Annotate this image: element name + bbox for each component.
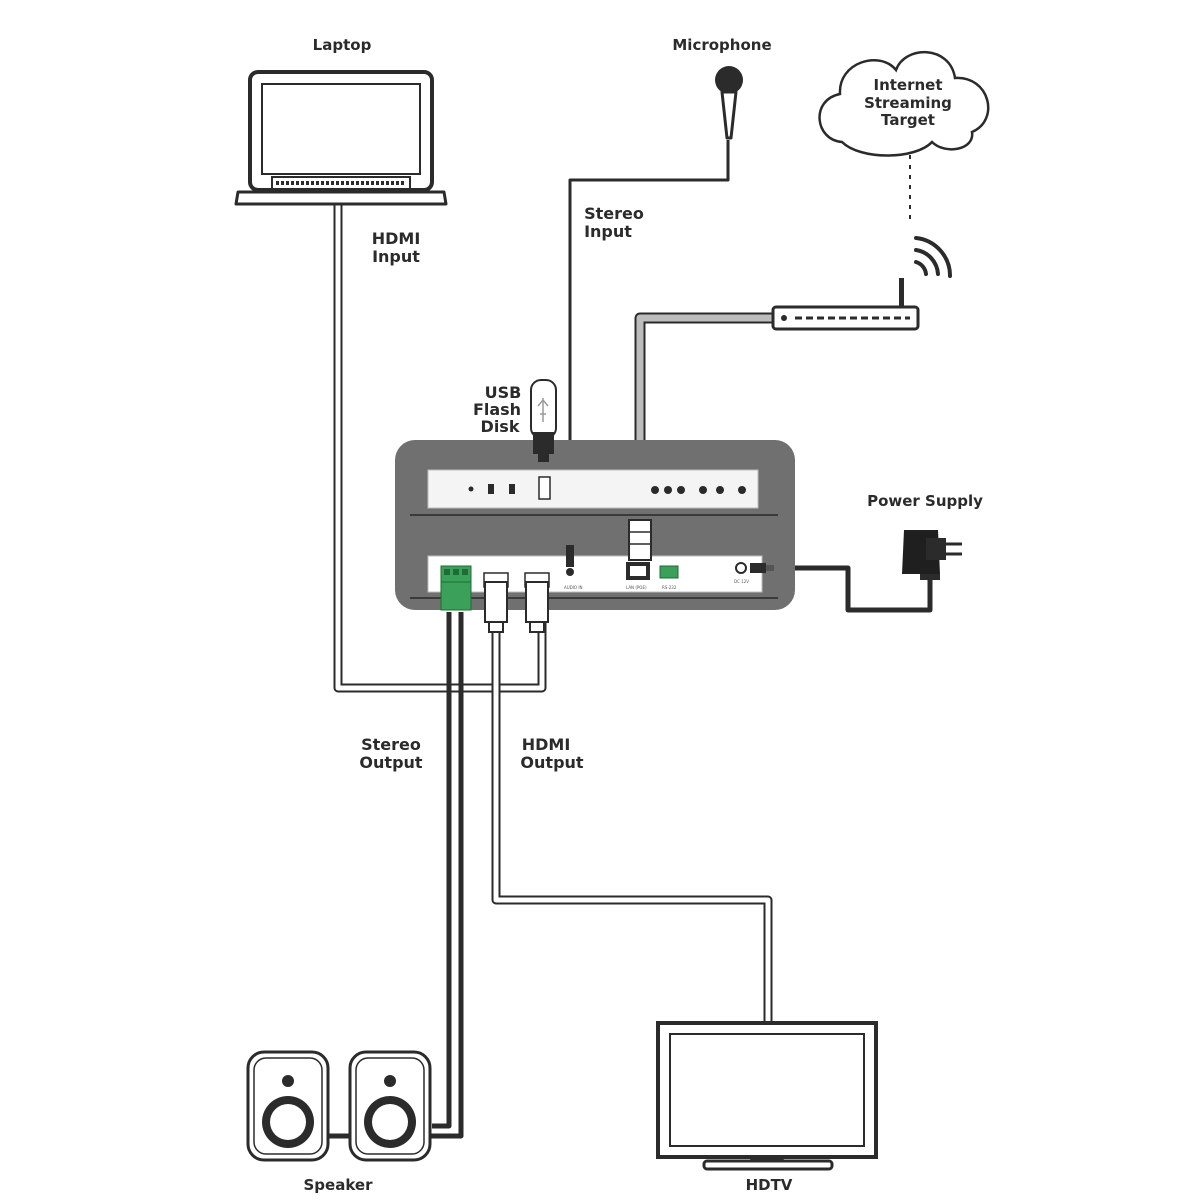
power-supply-label: Power Supply: [867, 492, 983, 510]
laptop-label: Laptop: [313, 36, 372, 54]
hdmi-output-cable: [491, 622, 773, 1022]
hdmi-input-label-2: Input: [372, 247, 420, 266]
hdmi-output-label-2: Output: [520, 753, 583, 772]
stereo-input-label-1: Stereo: [584, 204, 644, 223]
front-panel: [427, 469, 759, 509]
laptop-icon: [234, 70, 448, 206]
svg-text:DC 12V: DC 12V: [734, 579, 749, 584]
power-adapter-icon: [902, 530, 962, 580]
svg-text:RS-232: RS-232: [662, 585, 677, 590]
audio-plug: [566, 545, 574, 567]
usb-label-1: USB: [485, 383, 522, 402]
hdmi-input-cable: [333, 205, 547, 693]
hdtv-label: HDTV: [746, 1176, 793, 1194]
power-cable: [760, 565, 933, 613]
hdmi-input-label-1: HDMI: [372, 229, 421, 248]
cloud-icon: [818, 50, 990, 157]
stereo-input-label-2: Input: [584, 222, 632, 241]
usb-label-3: Disk: [481, 417, 520, 436]
main-unit: AUDIO IN LAN (POE) RS-232 DC 12V: [395, 440, 795, 611]
svg-text:AUDIO IN: AUDIO IN: [564, 585, 583, 590]
stereo-input-cable: [568, 140, 730, 565]
svg-text:LAN (POE): LAN (POE): [626, 585, 647, 590]
internet-label-2: Streaming: [864, 94, 952, 112]
internet-label-3: Target: [881, 111, 935, 129]
usb-port: [538, 476, 551, 500]
hdmi-connectors: [484, 581, 549, 633]
speaker-icon: [246, 1050, 432, 1162]
hdmi-output-label-1: HDMI: [522, 735, 571, 754]
usb-flash-icon: [530, 379, 557, 462]
dc-plug: [750, 563, 774, 573]
stereo-output-label-1: Stereo: [361, 735, 421, 754]
speaker-label: Speaker: [304, 1176, 374, 1194]
usb-label-2: Flash: [473, 400, 521, 419]
microphone-icon: [715, 66, 743, 140]
router-icon: [771, 278, 920, 331]
microphone-label: Microphone: [672, 36, 771, 54]
lan-connector: [628, 519, 652, 561]
rear-panel: [427, 555, 763, 593]
tv-icon: [656, 1021, 878, 1171]
wifi-icon: [914, 236, 953, 278]
internet-label-1: Internet: [873, 76, 942, 94]
stereo-output-label-2: Output: [359, 753, 422, 772]
